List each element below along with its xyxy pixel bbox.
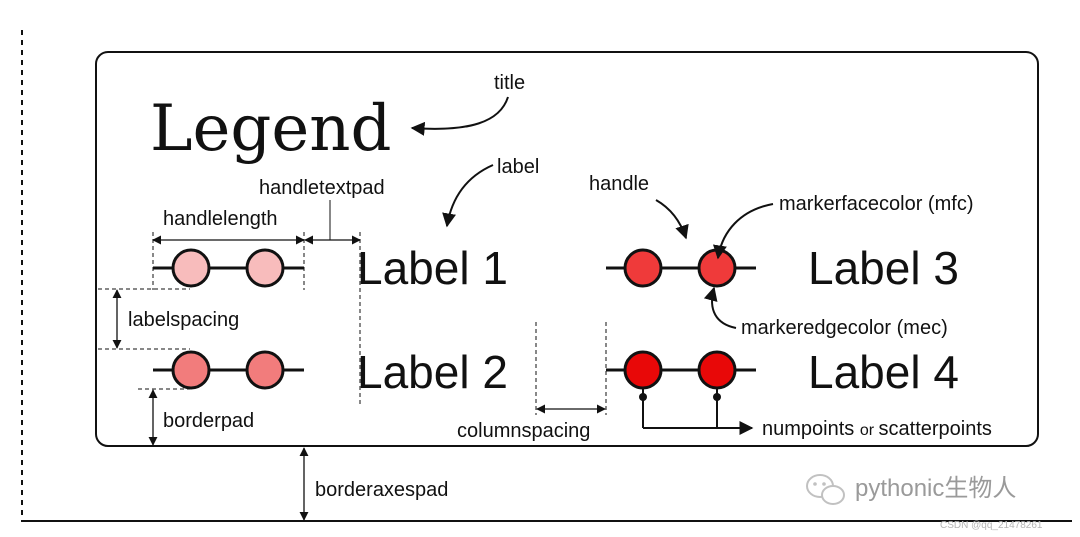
wechat-icon bbox=[806, 474, 845, 505]
arrow-mec bbox=[703, 286, 737, 329]
entry-label-4: Label 4 bbox=[808, 346, 959, 398]
annotation-handlelength: handlelength bbox=[163, 208, 278, 230]
annotation-handletextpad: handletextpad bbox=[259, 177, 385, 199]
watermark-account: pythonic生物人 bbox=[855, 475, 1016, 502]
annotation-columnspacing: columnspacing bbox=[457, 420, 590, 442]
annotation-borderpad: borderpad bbox=[163, 410, 254, 432]
annotation-handle: handle bbox=[589, 173, 649, 195]
annotation-or: or bbox=[860, 422, 879, 439]
handle-label2 bbox=[153, 350, 304, 390]
handle-label1 bbox=[153, 248, 304, 288]
arrow-label bbox=[442, 164, 494, 228]
numpoints-dot-b bbox=[713, 393, 721, 401]
arrow-handle bbox=[655, 199, 689, 240]
marker-label2-b bbox=[245, 350, 285, 390]
annotation-labelspacing: labelspacing bbox=[128, 309, 239, 331]
numpoints-dot-a bbox=[639, 393, 647, 401]
entry-label-3: Label 3 bbox=[808, 242, 959, 294]
annotation-markerfacecolor: markerfacecolor (mfc) bbox=[779, 193, 973, 215]
annotation-title: title bbox=[494, 72, 525, 94]
annotation-numpoints-line: numpoints or scatterpoints bbox=[762, 418, 992, 440]
annotation-numpoints: numpoints bbox=[762, 418, 854, 440]
arrow-title bbox=[410, 96, 509, 136]
legend-frame bbox=[95, 51, 1039, 447]
entry-label-1: Label 1 bbox=[357, 242, 508, 294]
annotation-label: label bbox=[497, 156, 539, 178]
marker-label4-a bbox=[623, 350, 663, 390]
entry-label-2: Label 2 bbox=[357, 346, 508, 398]
marker-label2-a bbox=[171, 350, 211, 390]
annotation-markeredgecolor: markeredgecolor (mec) bbox=[741, 317, 948, 339]
arrow-mfc bbox=[713, 203, 774, 260]
marker-label4-b bbox=[697, 350, 737, 390]
marker-label3-a bbox=[623, 248, 663, 288]
watermark-csdn: CSDN @qq_21478261 bbox=[940, 520, 1043, 531]
marker-label1-a bbox=[171, 248, 211, 288]
marker-label1-b bbox=[245, 248, 285, 288]
annotation-borderaxespad: borderaxespad bbox=[315, 479, 448, 501]
legend-title: Legend bbox=[150, 92, 391, 166]
annotation-scatterpoints: scatterpoints bbox=[879, 418, 992, 440]
marker-label3-b bbox=[697, 248, 737, 288]
